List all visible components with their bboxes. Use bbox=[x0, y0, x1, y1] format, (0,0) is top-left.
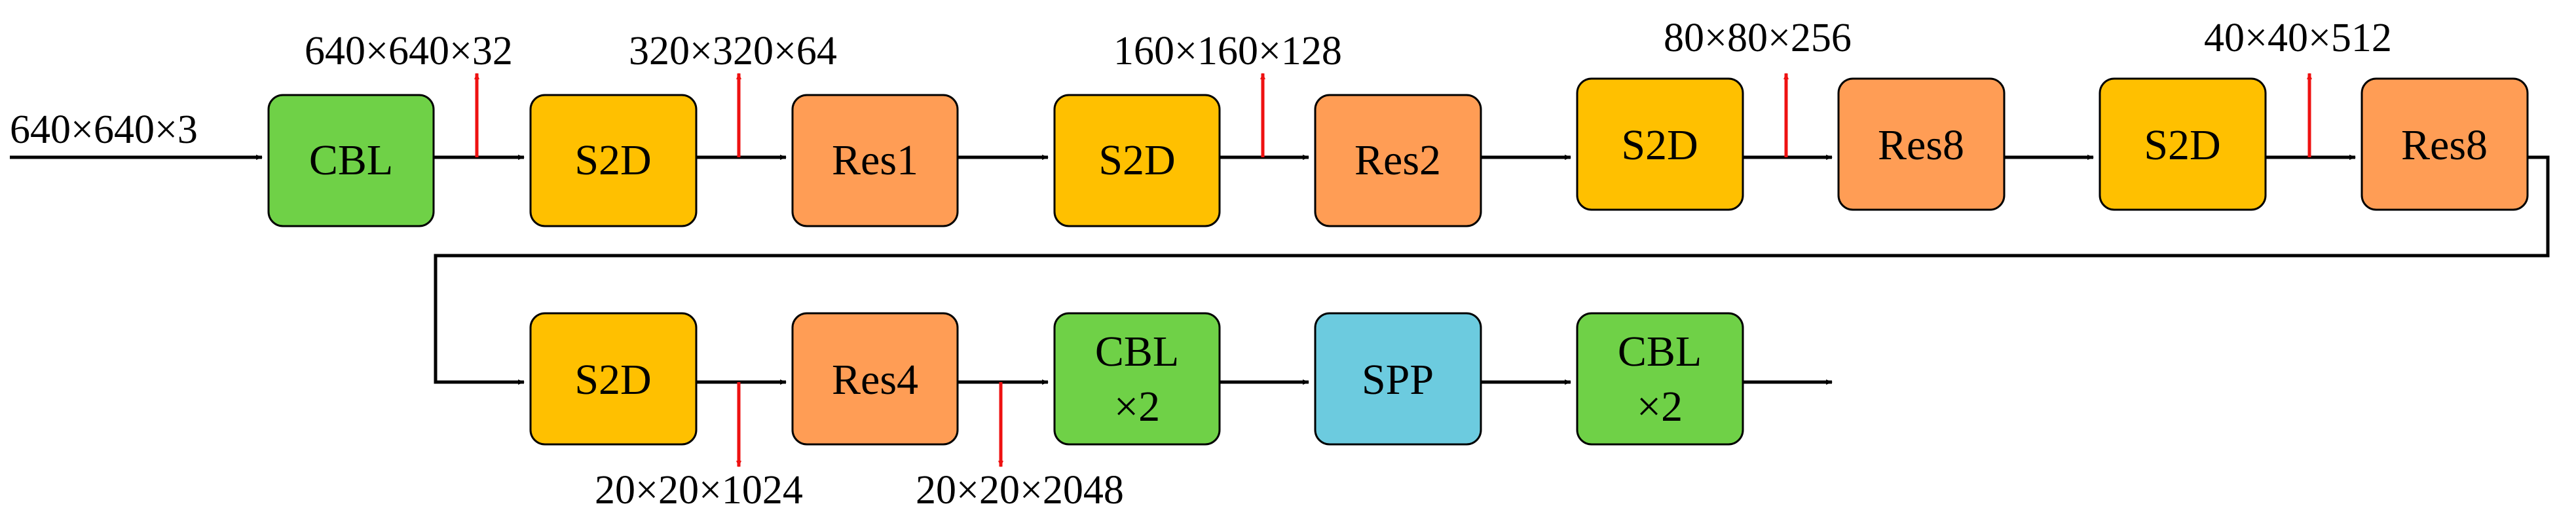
block-s2d-5: S2D bbox=[529, 312, 698, 446]
block-s2d-3-label: S2D bbox=[1621, 121, 1698, 169]
wrap-connector bbox=[434, 155, 2550, 385]
block-s2d-4: S2D bbox=[2099, 77, 2267, 211]
block-cbl-3: CBL ×2 bbox=[1576, 312, 1744, 446]
block-res8-1: Res8 bbox=[1837, 77, 2006, 211]
tap-arrows bbox=[474, 73, 2312, 467]
block-res8-2: Res8 bbox=[2361, 77, 2529, 211]
block-cbl-2-label: CBL bbox=[1095, 328, 1179, 376]
block-s2d-4-label: S2D bbox=[2144, 121, 2220, 169]
block-spp: SPP bbox=[1314, 312, 1482, 446]
block-s2d-3: S2D bbox=[1576, 77, 1744, 211]
block-res1-label: Res1 bbox=[832, 136, 918, 184]
tap-label-7: 20×20×2048 bbox=[916, 468, 1124, 513]
block-res2-label: Res2 bbox=[1354, 136, 1441, 184]
block-cbl-2: CBL ×2 bbox=[1053, 312, 1221, 446]
block-s2d-2-label: S2D bbox=[1098, 136, 1175, 184]
block-cbl-1-label: CBL bbox=[309, 136, 393, 184]
block-s2d-5-label: S2D bbox=[574, 356, 651, 404]
tap-label-2: 320×320×64 bbox=[629, 29, 837, 73]
block-spp-label: SPP bbox=[1362, 356, 1434, 404]
block-s2d-1-label: S2D bbox=[574, 136, 651, 184]
block-cbl-3-label: CBL bbox=[1618, 328, 1702, 376]
block-cbl-3-multiplier: ×2 bbox=[1637, 383, 1683, 431]
block-res4-label: Res4 bbox=[832, 356, 918, 404]
block-res2: Res2 bbox=[1314, 94, 1482, 227]
block-res4: Res4 bbox=[791, 312, 959, 446]
block-cbl-1: CBL bbox=[267, 94, 435, 227]
block-s2d-2: S2D bbox=[1053, 94, 1221, 227]
block-cbl-2-multiplier: ×2 bbox=[1114, 383, 1160, 431]
tap-label-5: 40×40×512 bbox=[2204, 16, 2392, 60]
tap-label-6: 20×20×1024 bbox=[595, 468, 803, 513]
block-res8-1-label: Res8 bbox=[1878, 121, 1964, 169]
tap-label-1: 640×640×32 bbox=[305, 29, 513, 73]
block-s2d-1: S2D bbox=[529, 94, 698, 227]
block-res8-2-label: Res8 bbox=[2401, 121, 2488, 169]
input-size-label: 640×640×3 bbox=[10, 107, 198, 152]
tap-label-4: 80×80×256 bbox=[1664, 16, 1852, 60]
tap-label-3: 160×160×128 bbox=[1113, 29, 1342, 73]
block-res1: Res1 bbox=[791, 94, 959, 227]
